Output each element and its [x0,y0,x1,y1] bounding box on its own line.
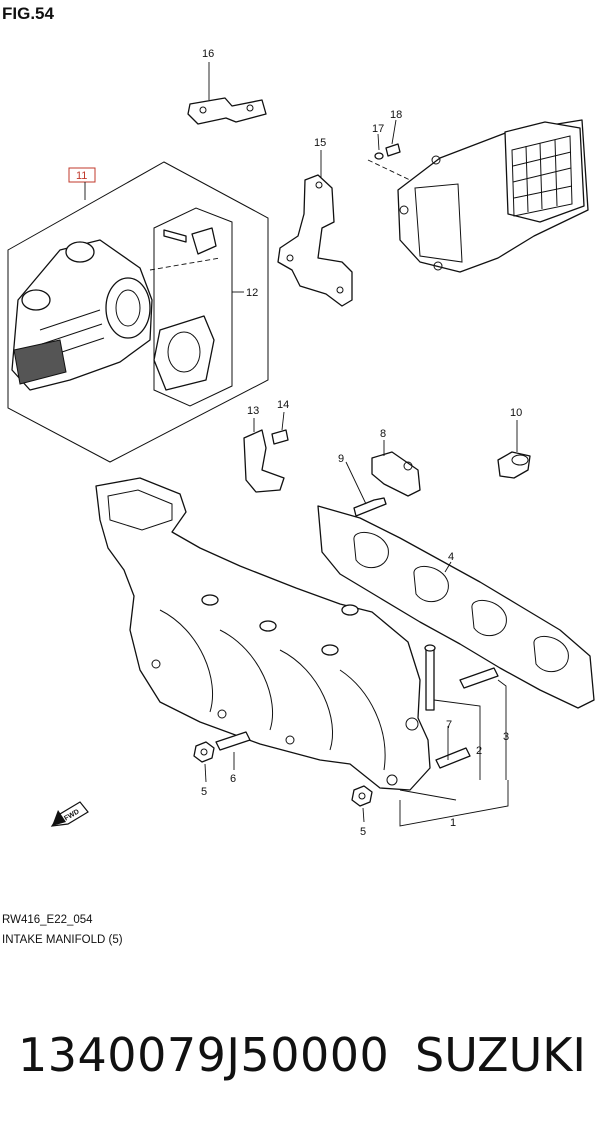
stud-part-3[interactable] [459,667,499,689]
callout-15: 15 [314,137,326,149]
part-number: 1340079J50000 [18,1028,390,1082]
plug-part-10[interactable] [497,451,531,479]
callout-13: 13 [247,405,259,417]
washer-part-17[interactable] [374,152,384,160]
egr-cooler-grid [511,135,573,217]
bracket-part-15[interactable] [277,174,353,307]
callout-11-highlight [68,167,96,183]
callout-3: 3 [503,731,509,743]
callout-18: 18 [390,109,402,121]
callout-11: 11 [76,170,87,182]
exploded-parts-diagram: 16 15 18 17 [7,48,595,838]
callout-2: 2 [476,745,482,757]
clamp-part-13[interactable] [243,429,285,493]
throttle-body-group[interactable] [7,161,269,463]
callout-6: 6 [230,773,236,785]
sensor-part-8[interactable] [371,451,421,497]
callout-14: 14 [277,399,289,411]
callout-5a: 5 [201,786,207,798]
stud-part-6[interactable] [215,731,251,751]
intake-manifold-part-1[interactable] [95,477,431,791]
callout-8: 8 [380,428,386,440]
callout-12: 12 [246,287,258,299]
callout-4: 4 [448,551,454,563]
throttle-bolt-part[interactable] [163,227,217,255]
callout-10: 10 [510,407,522,419]
stud-part-2[interactable] [424,644,436,711]
callout-1: 1 [450,817,456,829]
nut-part-5-right[interactable] [351,785,373,807]
egr-cooler-assembly[interactable] [397,119,589,273]
figure-title: FIG.54 [2,4,54,23]
callout-9: 9 [338,453,344,465]
bolt-part-14[interactable] [271,429,289,445]
callout-7: 7 [446,719,452,731]
bracket-part-16[interactable] [187,97,267,125]
stud-part-7[interactable] [435,747,471,769]
fwd-direction-arrow: FWD [50,801,89,827]
diagram-code: RW416_E22_054 [2,914,93,926]
brand-name: SUZUKI [415,1028,586,1082]
bolt-part-9[interactable] [353,497,387,517]
callout-17: 17 [372,123,384,135]
diagram-name: INTAKE MANIFOLD (5) [2,934,123,946]
callout-5b: 5 [360,826,366,838]
bolt-part-18[interactable] [385,143,401,157]
gasket-part-4[interactable] [317,505,595,709]
nut-part-5-left[interactable] [193,741,215,763]
throttle-gasket-part[interactable] [153,315,215,391]
callout-16: 16 [202,48,214,60]
